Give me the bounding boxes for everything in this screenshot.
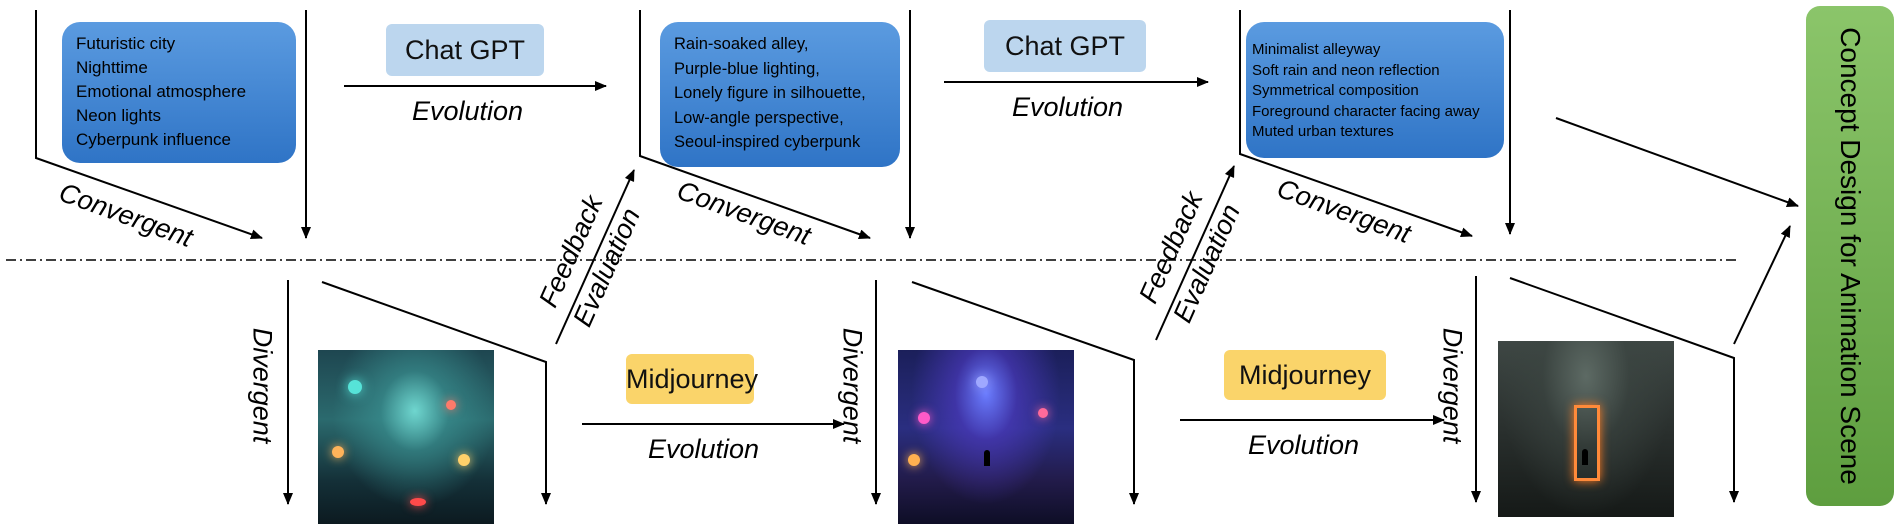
prompt-line: Neon lights — [76, 106, 162, 125]
concept-design-box: Concept Design for Animation Scene — [1806, 6, 1894, 506]
to-concept-arrow-bottom — [1733, 225, 1791, 345]
prompt-line: Futuristic city — [76, 34, 176, 53]
midjourney-box-2: Midjourney — [1224, 350, 1386, 400]
evolution-label: Evolution — [648, 434, 760, 464]
prompt-line: Purple-blue lighting, — [674, 59, 820, 78]
concept-design-label: Concept Design for Animation Scene — [1835, 27, 1866, 485]
output-arrow-2 — [911, 281, 1139, 505]
feedback-arrow-2 — [1155, 165, 1235, 341]
convergent-arrow-3 — [1239, 10, 1473, 238]
midjourney-box-1: Midjourney — [626, 354, 758, 404]
divergent-label: Divergent — [837, 327, 868, 444]
prompt-line: Emotional atmosphere — [76, 82, 247, 101]
prompt-line: Minimalist alleyway — [1252, 41, 1381, 58]
evolution-label: Evolution — [1248, 430, 1360, 460]
prompt-line: Lonely figure in silhouette, — [674, 84, 866, 102]
output-arrow-3 — [1509, 277, 1739, 503]
prompt-box-1: Futuristic city Nighttime Emotional atmo… — [62, 22, 296, 163]
divergent-label: Divergent — [1437, 327, 1468, 444]
prompt-line: Muted urban textures — [1252, 123, 1394, 140]
prompt-line: Nighttime — [76, 58, 148, 77]
chatgpt-box-2: Chat GPT — [984, 20, 1146, 72]
prompt-line: Soft rain and neon reflection — [1252, 61, 1440, 79]
prompt-line: Low-angle perspective, — [674, 108, 844, 127]
generated-image-3 — [1498, 341, 1674, 517]
prompt-line: Cyberpunk influence — [76, 130, 231, 149]
prompt-line: Rain-soaked alley, — [674, 35, 809, 53]
prompt-line: Foreground character facing away — [1252, 102, 1480, 120]
prompt-line: Seoul-inspired cyberpunk — [674, 133, 861, 151]
convergent-arrow-1 — [35, 10, 263, 240]
output-arrow-1 — [321, 281, 551, 505]
generated-image-1 — [318, 350, 494, 524]
generated-image-2 — [898, 350, 1074, 524]
prompt-line: Symmetrical composition — [1252, 82, 1419, 99]
feedback-arrow-1 — [555, 169, 635, 345]
evolution-label: Evolution — [412, 96, 524, 126]
evolution-label: Evolution — [1012, 92, 1124, 122]
divergent-label: Divergent — [247, 327, 278, 444]
to-concept-arrow-top — [1555, 117, 1799, 207]
chatgpt-box-1: Chat GPT — [386, 24, 544, 76]
prompt-box-3: Minimalist alleyway Soft rain and neon r… — [1246, 22, 1504, 158]
prompt-box-2: Rain-soaked alley, Purple-blue lighting,… — [660, 22, 900, 167]
convergent-arrow-2 — [639, 10, 871, 240]
